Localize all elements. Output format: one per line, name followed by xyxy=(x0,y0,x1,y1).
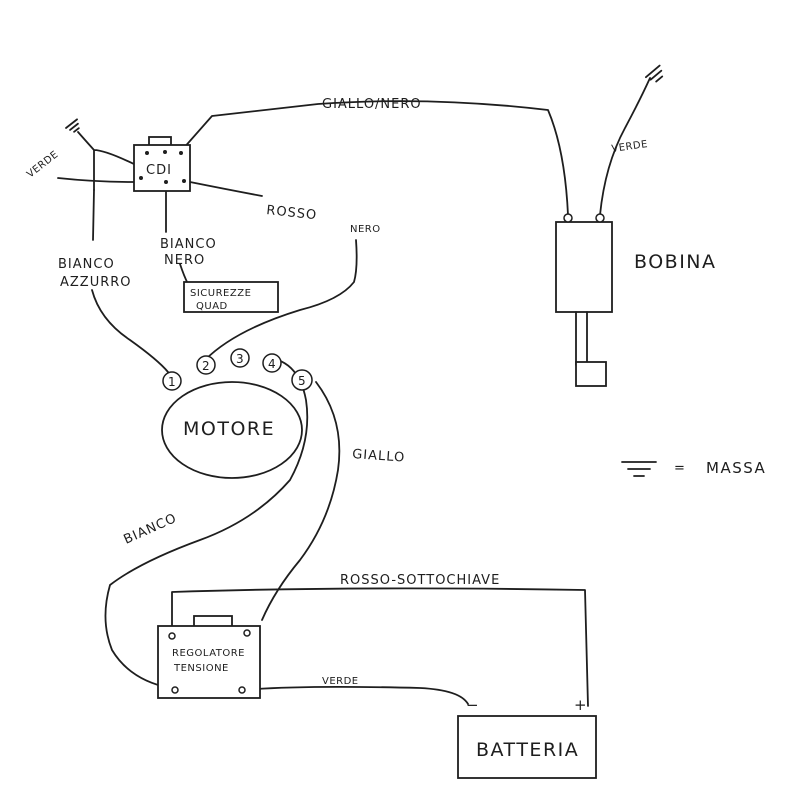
batteria-label: BATTERIA xyxy=(476,739,579,761)
cdi-terminal xyxy=(163,150,167,154)
motore-pin-5: 5 xyxy=(291,369,313,391)
label-bianco-azzurro-line2: AZZURRO xyxy=(60,275,132,290)
motore-pin-1: 1 xyxy=(162,371,182,391)
motore-pin-2: 2 xyxy=(196,355,216,375)
sicurezze-box xyxy=(183,281,279,313)
label-giallo-nero: GIALLO/NERO xyxy=(322,97,422,112)
motore-unit: MOTORE 1 2 3 4 5 xyxy=(161,348,313,479)
regolatore-label-line2: TENSIONE xyxy=(173,663,229,674)
label-bianco: BIANCO xyxy=(122,511,180,548)
batteria-box xyxy=(457,715,597,779)
wire-giallo-nero xyxy=(181,100,569,216)
label-giallo: GIALLO xyxy=(352,447,406,466)
svg-text:2: 2 xyxy=(202,359,210,373)
sicurezze-label-line1: SICUREZZE xyxy=(190,288,251,299)
sicurezze-unit: SICUREZZE QUAD xyxy=(183,281,279,313)
label-bianco-nero-line1: BIANCO xyxy=(160,237,217,252)
ground-symbol-icon xyxy=(621,461,657,477)
ground-symbol-icon xyxy=(644,64,664,83)
label-verde-regolatore: VERDE xyxy=(322,676,359,687)
bobina-box xyxy=(555,221,613,313)
motore-label: MOTORE xyxy=(183,418,275,440)
ground-symbol-icon xyxy=(65,118,80,133)
cdi-terminal xyxy=(164,180,168,184)
regolatore-terminal xyxy=(238,686,246,694)
wire-cdi-stub-left xyxy=(57,177,135,183)
label-nero: NERO xyxy=(350,224,381,235)
regolatore-unit: REGOLATORE TENSIONE xyxy=(157,615,261,699)
spark-plug-cap xyxy=(575,361,607,387)
label-verde-cdi: VERDE xyxy=(25,149,61,180)
label-rosso-sottochiave: ROSSO-SOTTOCHIAVE xyxy=(340,573,500,588)
wire-nero xyxy=(204,239,358,361)
battery-negative-terminal: − xyxy=(466,696,480,714)
label-bianco-nero-line2: NERO xyxy=(164,253,205,268)
batteria-unit: BATTERIA − + xyxy=(457,696,597,779)
regolatore-label-line1: REGOLATORE xyxy=(172,648,245,659)
label-verde-bobina: VERDE xyxy=(611,139,649,155)
bobina-lead xyxy=(575,311,588,366)
cdi-terminal xyxy=(145,151,149,155)
svg-text:5: 5 xyxy=(298,374,306,388)
wire-rosso xyxy=(189,181,263,197)
motore-outline xyxy=(161,381,303,479)
cdi-terminal xyxy=(179,151,183,155)
sicurezze-label-line2: QUAD xyxy=(196,301,228,312)
bobina-unit: BOBINA xyxy=(555,213,717,387)
wire-rosso-sottochiave xyxy=(171,587,589,707)
wire-verde-bobina xyxy=(599,77,651,216)
label-rosso: ROSSO xyxy=(266,203,318,223)
label-bianco-azzurro-line1: BIANCO xyxy=(58,257,115,272)
regolatore-terminal xyxy=(168,632,176,640)
svg-text:1: 1 xyxy=(168,375,176,389)
cdi-terminal xyxy=(182,179,186,183)
legend: = MASSA xyxy=(621,459,766,477)
svg-text:4: 4 xyxy=(268,357,276,371)
svg-text:3: 3 xyxy=(236,352,244,366)
wire-giallo xyxy=(261,381,341,621)
motore-pin-4: 4 xyxy=(262,353,282,373)
motore-pin-3: 3 xyxy=(230,348,250,368)
wire-verde-regolatore xyxy=(243,685,469,705)
cdi-terminal xyxy=(139,176,143,180)
regolatore-terminal xyxy=(171,686,179,694)
wire-bianco-azzurro xyxy=(91,189,169,373)
bobina-terminal xyxy=(563,213,573,223)
cdi-label: CDI xyxy=(146,163,172,178)
battery-positive-terminal: + xyxy=(574,696,588,714)
wire-verde-cdi xyxy=(77,131,137,191)
legend-massa: MASSA xyxy=(706,459,766,477)
cdi-unit: CDI xyxy=(133,136,191,192)
regolatore-terminal xyxy=(243,629,251,637)
regolatore-box xyxy=(157,625,261,699)
bobina-terminal xyxy=(595,213,605,223)
wire-bianco xyxy=(104,359,309,689)
legend-equals: = xyxy=(674,461,686,476)
bobina-label: BOBINA xyxy=(634,251,717,273)
